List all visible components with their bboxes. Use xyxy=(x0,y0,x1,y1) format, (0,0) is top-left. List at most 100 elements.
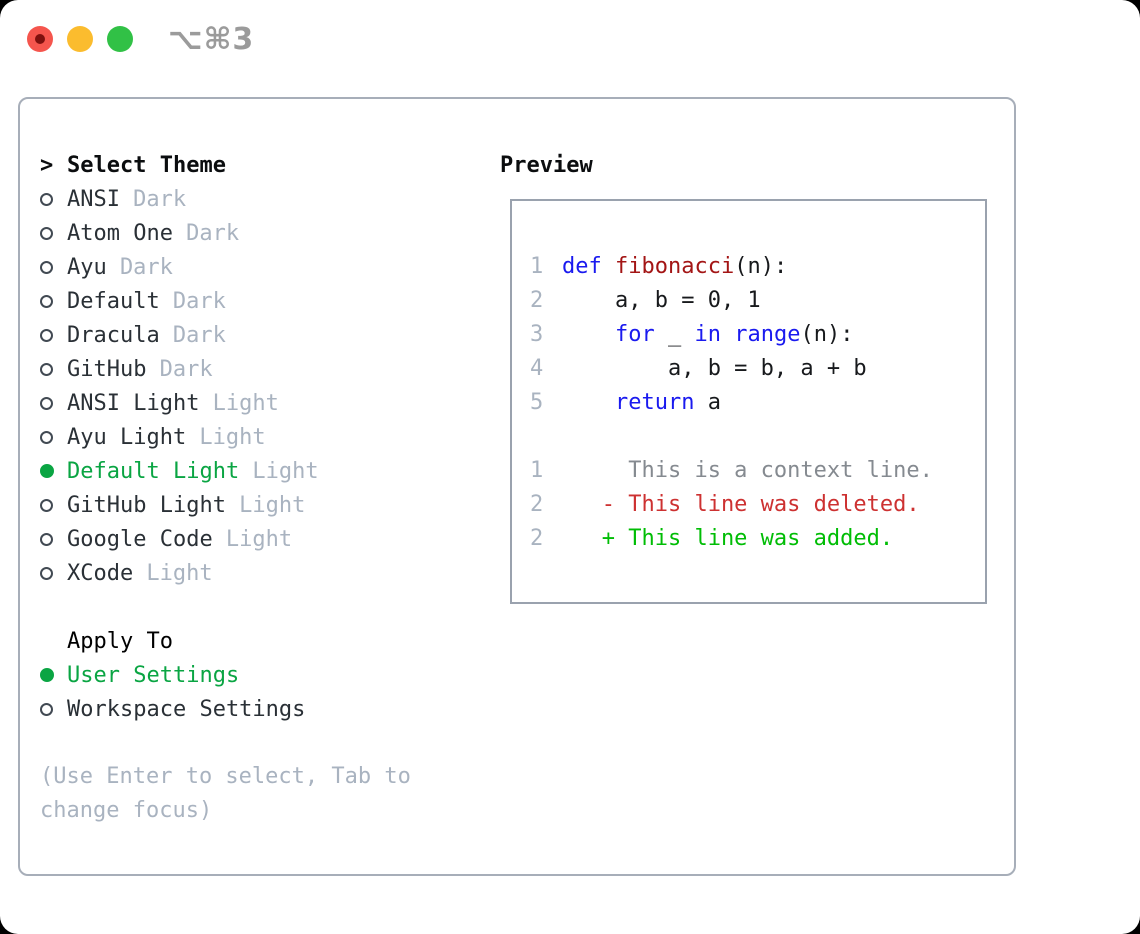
theme-variant-label: Light xyxy=(199,424,266,450)
line-number: 1 xyxy=(530,457,544,483)
theme-option[interactable]: Google Code Light xyxy=(40,522,470,556)
radio-icon xyxy=(40,464,54,478)
theme-variant-label: Light xyxy=(212,390,279,416)
theme-variant-label: Light xyxy=(146,560,213,586)
code-line: 1 def fibonacci(n): xyxy=(530,249,965,283)
window-zoom-button[interactable] xyxy=(107,26,133,52)
marker-cell xyxy=(40,498,67,512)
theme-option[interactable]: GitHub Light Light xyxy=(40,488,470,522)
theme-picker-left-column: > Select Theme ANSI Dark Atom One Dark xyxy=(40,148,470,828)
radio-icon xyxy=(40,294,53,308)
theme-variant-label: Dark xyxy=(159,356,213,382)
window-minimize-button[interactable] xyxy=(67,26,93,52)
theme-variant-label: Dark xyxy=(186,220,240,246)
preview-title: Preview xyxy=(500,152,593,178)
theme-option[interactable]: GitHub Dark xyxy=(40,352,470,386)
unsaved-dot-icon xyxy=(35,34,45,44)
theme-variant-label: Dark xyxy=(119,254,173,280)
code-text: for _ in range(n): xyxy=(614,321,854,347)
code-text: a, b = 0, 1 xyxy=(562,287,761,313)
theme-option[interactable]: Dracula Dark xyxy=(40,318,470,352)
apply-to-option[interactable]: User Settings xyxy=(40,658,470,692)
theme-name: Atom One xyxy=(67,220,173,246)
code-line: 2 a, b = 0, 1 xyxy=(530,283,965,317)
marker-cell xyxy=(40,566,67,580)
code-text: return a xyxy=(614,389,721,415)
code-line: 2 + This line was added. xyxy=(530,521,965,555)
marker-cell xyxy=(40,226,67,240)
radio-icon xyxy=(40,226,53,240)
radio-icon xyxy=(40,566,53,580)
line-number: 2 xyxy=(530,491,544,517)
line-number: 4 xyxy=(530,355,544,381)
radio-icon xyxy=(40,532,53,546)
marker-cell xyxy=(40,328,67,342)
titlebar: ⌥⌘3 xyxy=(0,0,1140,78)
line-number: 2 xyxy=(530,525,544,551)
theme-name: Google Code xyxy=(67,526,213,552)
preview-header: Preview xyxy=(500,148,987,182)
theme-variant-label: Dark xyxy=(172,322,226,348)
code-text: def fibonacci(n): xyxy=(562,253,788,279)
code-text: + This line was added. xyxy=(562,525,894,551)
theme-variant-label: Light xyxy=(225,526,293,552)
theme-variant-label: Dark xyxy=(133,186,187,212)
line-number: 5 xyxy=(530,389,544,415)
apply-to-list: User Settings Workspace Settings xyxy=(40,658,470,726)
radio-icon xyxy=(40,396,53,410)
traffic-lights xyxy=(27,26,133,52)
theme-option[interactable]: ANSI Dark xyxy=(40,182,470,216)
theme-option[interactable]: Ayu Light Light xyxy=(40,420,470,454)
spacer xyxy=(40,726,470,760)
theme-variant-label: Dark xyxy=(172,288,226,314)
theme-picker-panel: > Select Theme ANSI Dark Atom One Dark xyxy=(18,97,1016,876)
marker-cell xyxy=(40,192,67,206)
theme-name: GitHub xyxy=(67,356,147,382)
theme-name: Default xyxy=(67,288,160,314)
marker-cell xyxy=(40,464,67,478)
line-number: 3 xyxy=(530,321,544,347)
theme-option[interactable]: Atom One Dark xyxy=(40,216,470,250)
theme-option[interactable]: ANSI Light Light xyxy=(40,386,470,420)
radio-icon xyxy=(40,328,53,342)
radio-icon xyxy=(40,362,53,376)
code-line: 5 return a xyxy=(530,385,965,419)
line-number: 2 xyxy=(530,287,544,313)
theme-name: XCode xyxy=(67,560,134,586)
marker-cell xyxy=(40,668,67,682)
marker-cell xyxy=(40,532,67,546)
window-close-button[interactable] xyxy=(27,26,53,52)
code-line xyxy=(530,419,965,453)
theme-variant-label: Light xyxy=(239,492,306,518)
radio-icon xyxy=(40,430,53,444)
theme-name: Dracula xyxy=(67,322,160,348)
theme-option[interactable]: Ayu Dark xyxy=(40,250,470,284)
radio-icon xyxy=(40,668,54,682)
radio-icon xyxy=(40,702,53,716)
line-number: 1 xyxy=(530,253,544,279)
marker-cell xyxy=(40,702,67,716)
theme-name: Ayu Light xyxy=(67,424,187,450)
code-line: 3 for _ in range(n): xyxy=(530,317,965,351)
code-preview-box: 1 def fibonacci(n): 2 a, b = 0, 1 3 for … xyxy=(510,199,987,604)
code-text: - This line was deleted. xyxy=(562,491,920,517)
theme-option[interactable]: XCode Light xyxy=(40,556,470,590)
apply-to-title: Apply To xyxy=(67,628,173,654)
select-theme-title: Select Theme xyxy=(67,152,226,178)
apply-to-name: Workspace Settings xyxy=(67,696,306,722)
code-text: a, b = b, a + b xyxy=(562,355,867,381)
theme-option[interactable]: Default Dark xyxy=(40,284,470,318)
keyboard-shortcut-label: ⌥⌘3 xyxy=(168,22,255,57)
cursor-icon: > xyxy=(40,152,54,178)
select-theme-header: > Select Theme xyxy=(40,148,470,182)
marker-cell xyxy=(40,260,67,274)
theme-name: Ayu xyxy=(67,254,107,280)
theme-name: ANSI Light xyxy=(67,390,200,416)
apply-to-option[interactable]: Workspace Settings xyxy=(40,692,470,726)
theme-list: ANSI Dark Atom One Dark Ayu Dark xyxy=(40,182,470,590)
theme-option[interactable]: Default Light Light xyxy=(40,454,470,488)
code-line: 1 This is a context line. xyxy=(530,453,965,487)
marker-cell xyxy=(40,396,67,410)
radio-icon xyxy=(40,192,53,206)
